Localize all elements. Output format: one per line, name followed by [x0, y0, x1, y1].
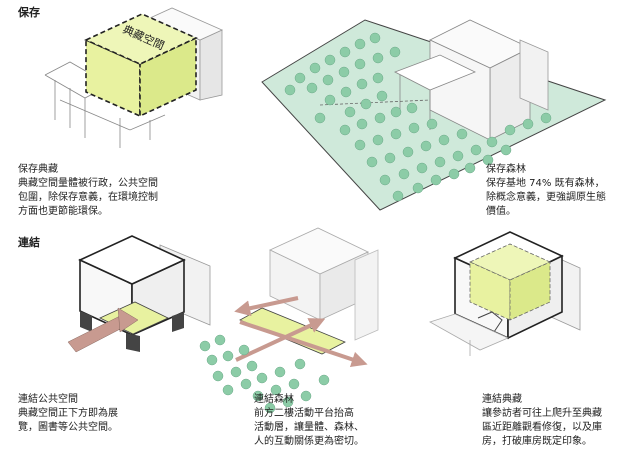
caption-line: 典藏空間正下方即為展 — [18, 408, 118, 419]
caption-title: 保存森林 — [486, 164, 526, 175]
caption-line: 房，打破庫房既定印象。 — [482, 436, 592, 447]
caption-line: 人的互動關係更為密切。 — [254, 436, 364, 447]
diagram-collection-connect — [429, 231, 581, 356]
caption-line: 方面也更節能環保。 — [18, 206, 108, 217]
caption-collection-preserve: 保存典藏 典藏空間量體被行政，公共空間 包圍，除保存意義，在環境控制 方面也更節… — [18, 163, 158, 219]
caption-line: 價值。 — [486, 206, 516, 217]
caption-title: 連結典藏 — [482, 394, 522, 405]
caption-line: 前方二樓活動平台抬高 — [254, 408, 354, 419]
caption-forest-connect: 連結森林 前方二樓活動平台抬高 活動層，讓量體、森林、 人的互動關係更為密切。 — [254, 393, 364, 449]
section-title-connect: 連結 — [18, 236, 40, 249]
diagram-collection-preserve: 典藏空間 — [44, 7, 223, 148]
section-title-preserve: 保存 — [18, 6, 40, 19]
caption-line: 區近距離觀看修復，以及庫 — [482, 422, 602, 433]
caption-line: 讓參訪者可往上爬升至典藏 — [482, 408, 602, 419]
diagram-forest-preserve — [261, 19, 607, 211]
caption-line: 保存基地 74% 既有森林， — [486, 178, 605, 189]
diagram-public-connect — [67, 235, 211, 353]
caption-forest-preserve: 保存森林 保存基地 74% 既有森林， 除概念意義，更強調原生態 價值。 — [486, 163, 606, 219]
diagram-forest-connect — [199, 227, 379, 414]
caption-public-connect: 連結公共空間 典藏空間正下方即為展 覽，圖書等公共空間。 — [18, 393, 118, 435]
caption-line: 活動層，讓量體、森林、 — [254, 422, 364, 433]
caption-line: 除概念意義，更強調原生態 — [486, 192, 606, 203]
caption-title: 連結森林 — [254, 394, 294, 405]
caption-line: 覽，圖書等公共空間。 — [18, 422, 118, 433]
caption-collection-connect: 連結典藏 讓參訪者可往上爬升至典藏 區近距離觀看修復，以及庫 房，打破庫房既定印… — [482, 393, 602, 449]
caption-line: 典藏空間量體被行政，公共空間 — [18, 178, 158, 189]
caption-title: 保存典藏 — [18, 164, 58, 175]
caption-line: 包圍，除保存意義，在環境控制 — [18, 192, 158, 203]
caption-title: 連結公共空間 — [18, 394, 78, 405]
